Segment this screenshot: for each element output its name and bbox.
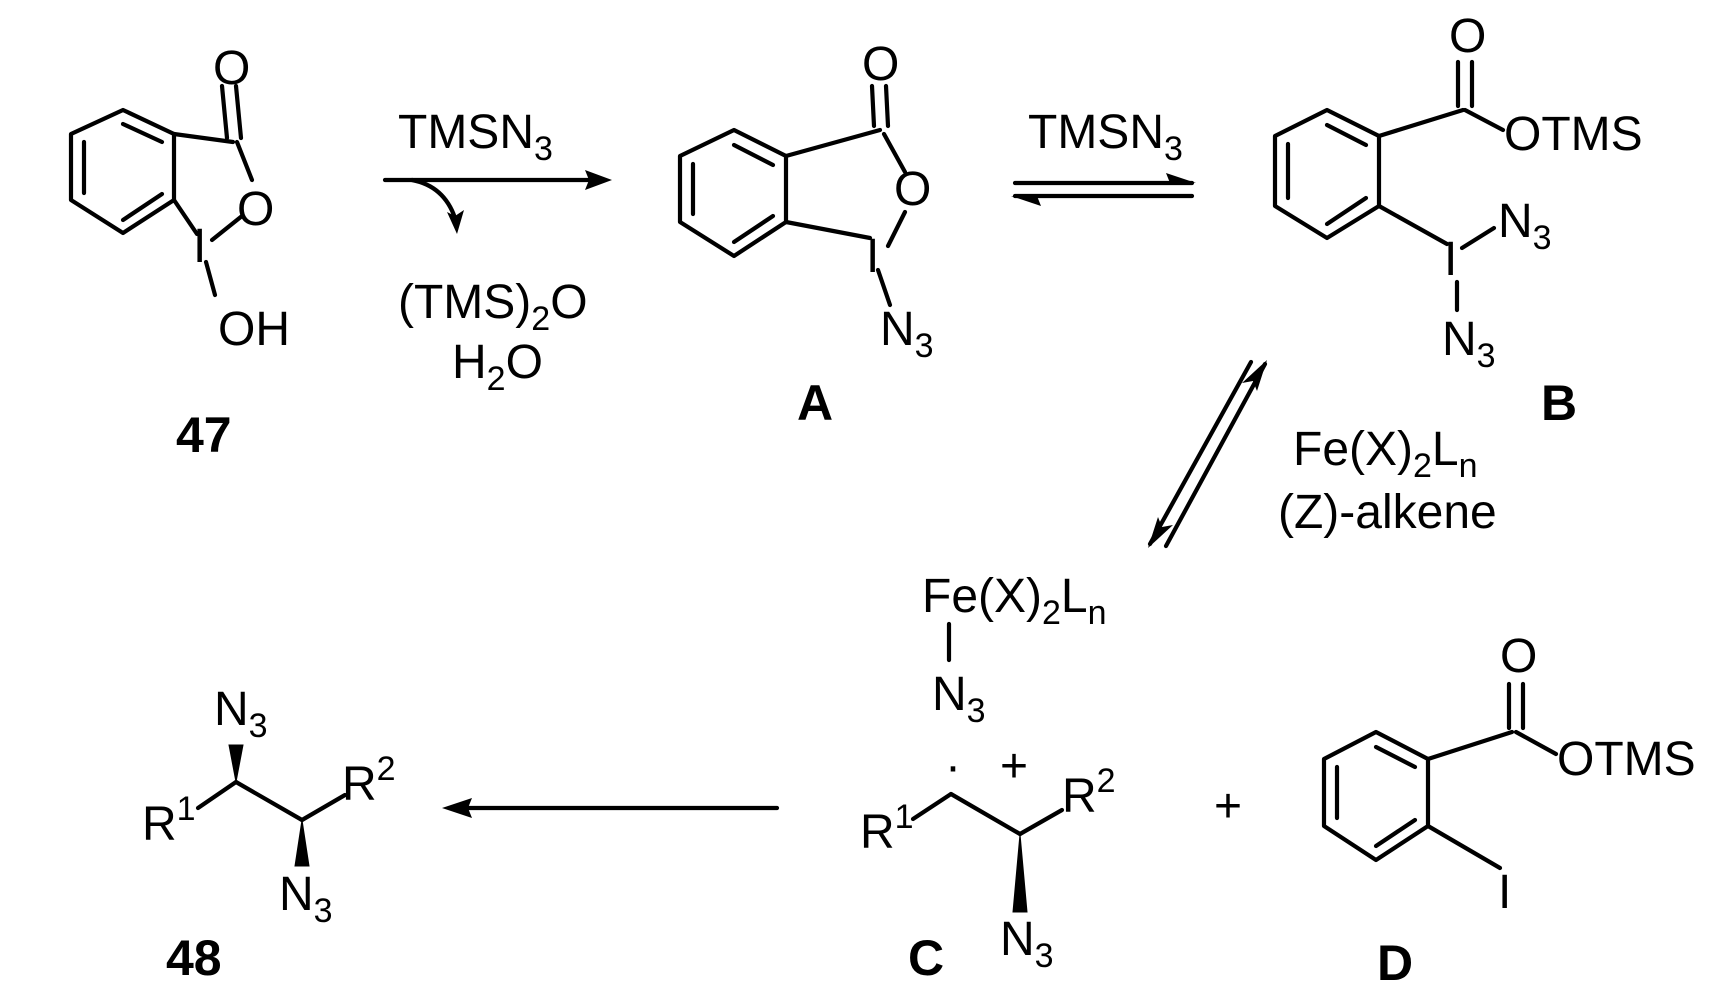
equilibrium-arrow-B-C: [1147, 359, 1268, 549]
carbonyl-oxygen: O: [213, 42, 250, 95]
reaction-arrow-final: [442, 798, 780, 818]
azide-group-1: N3: [1498, 195, 1552, 257]
iodine-atom: I: [193, 220, 206, 273]
carbonyl-oxygen: O: [1500, 630, 1537, 683]
compound-label-A: A: [797, 375, 833, 431]
azide-group-2: N3: [279, 868, 333, 930]
tms-ester-group: OTMS: [1504, 108, 1643, 161]
compound-label-47: 47: [176, 407, 232, 463]
azide-ligand: N3: [932, 668, 986, 730]
carbonyl-oxygen: O: [862, 38, 899, 91]
product-48: R1 R2 N3 N3 48: [142, 683, 396, 986]
carbonyl-oxygen: O: [1449, 10, 1486, 63]
compound-label-48: 48: [166, 930, 222, 986]
compound-B: O OTMS I N3 N3 B: [1272, 10, 1643, 431]
reagent-iron-catalyst: Fe(X)2Ln: [1293, 423, 1478, 485]
radical-dot: ·: [945, 740, 961, 793]
iron-center: Fe(X)2Ln: [922, 570, 1107, 632]
compound-A: O O I N3 A: [677, 38, 934, 431]
azide-group: N3: [1000, 913, 1054, 975]
iron-azide-complex: Fe(X)2Ln N3: [922, 570, 1107, 730]
compound-label-B: B: [1541, 375, 1577, 431]
r1-substituent: R1: [142, 790, 196, 851]
intermediate-C: R1 R2 · + N3 C: [860, 740, 1116, 986]
r2-substituent: R2: [1062, 762, 1116, 823]
iodine-atom: I: [1444, 233, 1457, 286]
tms-ester-group: OTMS: [1557, 733, 1696, 786]
reagent-z-alkene: (Z)-alkene: [1278, 486, 1497, 539]
azide-group-1: N3: [214, 683, 268, 745]
byproduct-water: H2O: [452, 336, 543, 398]
compound-label-C: C: [908, 930, 944, 986]
byproduct-bis-tms-ether: (TMS)2O: [398, 276, 588, 338]
azide-group: N3: [880, 303, 934, 365]
iodine-atom: I: [1498, 866, 1511, 919]
ring-oxygen: O: [237, 183, 274, 236]
plus-sign: +: [1214, 780, 1242, 833]
reagent-tmsn3-step2: TMSN3: [1028, 106, 1183, 168]
reaction-arrow-1: [382, 170, 612, 234]
compound-47: O O I OH 47: [68, 42, 290, 463]
iodine-atom: I: [866, 230, 879, 283]
reagent-tmsn3-step1: TMSN3: [398, 106, 553, 168]
ring-oxygen: O: [894, 163, 931, 216]
hydroxyl-group: OH: [218, 303, 290, 356]
azide-group-2: N3: [1442, 313, 1496, 375]
compound-label-D: D: [1377, 935, 1413, 991]
compound-D: O OTMS I D: [1321, 630, 1696, 991]
equilibrium-arrow-A-B: [1011, 173, 1196, 206]
cation-charge: +: [1000, 740, 1028, 793]
r2-substituent: R2: [342, 750, 396, 811]
r1-substituent: R1: [860, 798, 914, 859]
